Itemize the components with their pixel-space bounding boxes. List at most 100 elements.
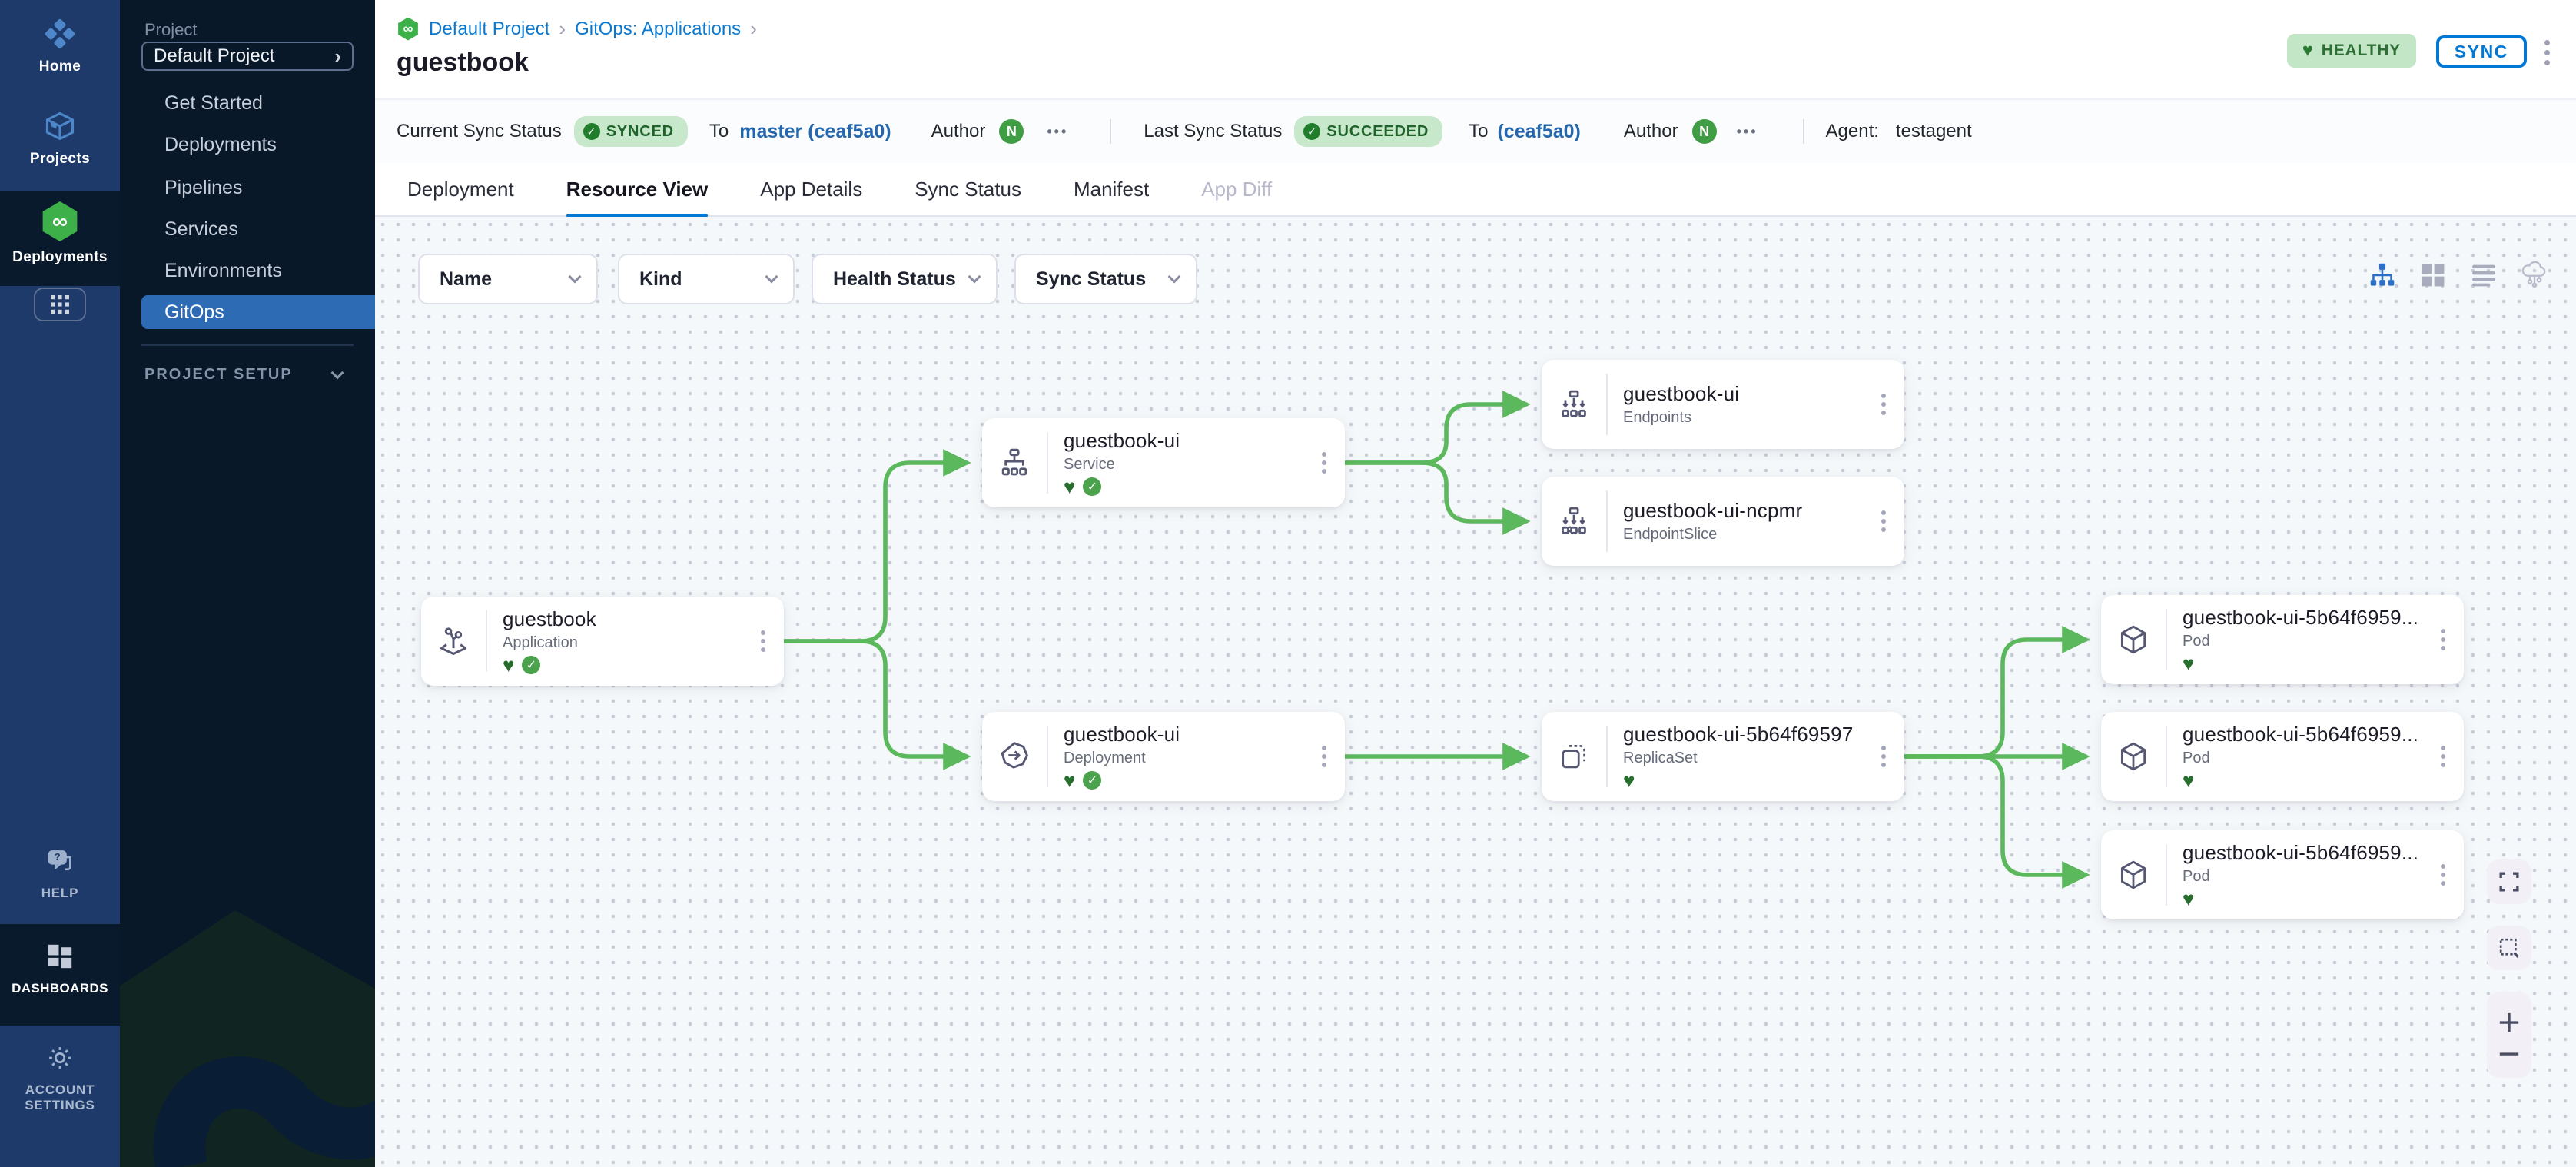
resource-tree-canvas[interactable]: Name Kind Health Status Sync Status bbox=[375, 217, 2576, 1167]
rail-item-label: Home bbox=[38, 58, 81, 75]
author-avatar[interactable]: N bbox=[1691, 119, 1717, 144]
sidebar-item-deployments[interactable]: Deployments bbox=[164, 134, 277, 155]
node-status: ♥ bbox=[2183, 889, 2436, 909]
node-title: guestbook-ui-ncpmr bbox=[1623, 499, 1803, 522]
sidebar-item-environments[interactable]: Environments bbox=[164, 260, 282, 281]
node-kebab-menu-icon[interactable] bbox=[2436, 859, 2450, 890]
healthy-heart-icon: ♥ bbox=[2183, 769, 2195, 792]
node-kebab-menu-icon[interactable] bbox=[2436, 624, 2450, 655]
node-title: guestbook-ui-5b64f6959... bbox=[2183, 841, 2419, 864]
rail-item-account-settings[interactable]: ACCOUNT SETTINGS bbox=[0, 1039, 120, 1113]
graph-node-replicaset[interactable]: guestbook-ui-5b64f69597 ReplicaSet ♥ bbox=[1542, 712, 1904, 801]
graph-node-application[interactable]: guestbook Application ♥ ✓ bbox=[421, 597, 784, 686]
divider bbox=[1606, 726, 1608, 787]
project-section-label: Project bbox=[144, 20, 198, 39]
graph-node-pod-2[interactable]: guestbook-ui-5b64f6959... Pod ♥ bbox=[2101, 712, 2464, 801]
tree-view-icon[interactable] bbox=[2369, 261, 2396, 289]
last-revision-link[interactable]: (ceaf5a0) bbox=[1497, 120, 1581, 142]
sidebar-watermark bbox=[120, 910, 375, 1167]
rail-item-label: Projects bbox=[29, 151, 91, 167]
rail-item-dashboards[interactable]: DASHBOARDS bbox=[0, 938, 120, 996]
project-selector[interactable]: Default Project › bbox=[141, 42, 354, 71]
zoom-out-button[interactable] bbox=[2498, 1049, 2521, 1059]
selection-box-button[interactable] bbox=[2487, 926, 2531, 970]
current-revision-link[interactable]: master (ceaf5a0) bbox=[739, 120, 891, 142]
project-setup-toggle[interactable]: PROJECT SETUP bbox=[144, 366, 344, 384]
node-kind: EndpointSlice bbox=[1623, 526, 1718, 543]
filter-kind-dropdown[interactable]: Kind bbox=[618, 254, 795, 304]
node-title: guestbook bbox=[503, 607, 596, 630]
healthy-heart-icon: ♥ bbox=[2183, 887, 2195, 910]
node-kebab-menu-icon[interactable] bbox=[2436, 741, 2450, 772]
node-kind: Application bbox=[503, 634, 578, 651]
synced-check-icon: ✓ bbox=[1083, 477, 1102, 496]
node-kebab-menu-icon[interactable] bbox=[1877, 506, 1891, 537]
node-status: ♥ bbox=[1623, 770, 1877, 790]
status-bar: Current Sync Status ✓ SYNCED To master (… bbox=[375, 98, 2576, 163]
graph-node-endpoints[interactable]: guestbook-ui Endpoints bbox=[1542, 360, 1904, 449]
graph-node-deployment[interactable]: guestbook-ui Deployment ♥ ✓ bbox=[982, 712, 1345, 801]
grid-view-icon[interactable] bbox=[2419, 261, 2447, 289]
breadcrumb: ∞ Default Project › GitOps: Applications… bbox=[397, 17, 757, 41]
node-kebab-menu-icon[interactable] bbox=[1317, 447, 1331, 478]
more-ellipsis-icon[interactable]: ••• bbox=[1047, 123, 1069, 139]
sidebar-item-gitops[interactable]: GitOps bbox=[141, 295, 375, 329]
fullscreen-button[interactable] bbox=[2487, 859, 2531, 904]
divider bbox=[1802, 119, 1804, 144]
node-title: guestbook-ui-5b64f6959... bbox=[2183, 723, 2419, 746]
filter-name-dropdown[interactable]: Name bbox=[418, 254, 598, 304]
projects-icon bbox=[0, 108, 120, 145]
endpointslice-icon bbox=[1542, 477, 1606, 566]
author-label: Author bbox=[1623, 121, 1678, 141]
node-kind: ReplicaSet bbox=[1623, 750, 1698, 766]
graph-node-endpointslice[interactable]: guestbook-ui-ncpmr EndpointSlice bbox=[1542, 477, 1904, 566]
tab-bar: Deployment Resource View App Details Syn… bbox=[375, 162, 2576, 218]
sidebar-item-get-started[interactable]: Get Started bbox=[164, 92, 263, 114]
rail-item-deployments[interactable]: ∞ Deployments bbox=[0, 200, 120, 266]
node-kebab-menu-icon[interactable] bbox=[1317, 741, 1331, 772]
node-kebab-menu-icon[interactable] bbox=[1877, 741, 1891, 772]
project-selector-value: Default Project bbox=[154, 45, 275, 66]
graph-node-pod-3[interactable]: guestbook-ui-5b64f6959... Pod ♥ bbox=[2101, 830, 2464, 919]
list-view-icon[interactable] bbox=[2470, 261, 2498, 289]
node-kebab-menu-icon[interactable] bbox=[756, 626, 770, 657]
filter-sync-status-dropdown[interactable]: Sync Status bbox=[1014, 254, 1197, 304]
divider bbox=[141, 344, 354, 346]
check-circle-icon: ✓ bbox=[1303, 123, 1321, 140]
sidebar-item-pipelines[interactable]: Pipelines bbox=[164, 177, 243, 198]
tab-app-details[interactable]: App Details bbox=[760, 177, 863, 201]
node-kebab-menu-icon[interactable] bbox=[1877, 389, 1891, 420]
tab-resource-view[interactable]: Resource View bbox=[566, 162, 709, 218]
dashboards-module-highlight bbox=[0, 924, 120, 1026]
filter-health-status-dropdown[interactable]: Health Status bbox=[812, 254, 998, 304]
service-icon bbox=[982, 418, 1047, 507]
sidebar-item-services[interactable]: Services bbox=[164, 218, 238, 240]
agent-label: Agent: bbox=[1825, 121, 1879, 141]
rail-item-projects[interactable]: Projects bbox=[0, 108, 120, 168]
author-avatar[interactable]: N bbox=[999, 119, 1024, 144]
rail-item-help[interactable]: ? HELP bbox=[0, 843, 120, 901]
module-switcher-button[interactable] bbox=[34, 288, 86, 321]
gear-icon bbox=[0, 1039, 120, 1076]
breadcrumb-link-applications[interactable]: GitOps: Applications bbox=[575, 18, 742, 39]
graph-node-service[interactable]: guestbook-ui Service ♥ ✓ bbox=[982, 418, 1345, 507]
node-kind: Endpoints bbox=[1623, 409, 1691, 426]
last-sync-label: Last Sync Status bbox=[1144, 121, 1283, 141]
zoom-in-button[interactable] bbox=[2498, 1011, 2521, 1034]
cloud-view-icon[interactable] bbox=[2521, 261, 2548, 289]
tab-manifest[interactable]: Manifest bbox=[1073, 177, 1150, 201]
home-icon bbox=[0, 15, 120, 52]
zoom-controls bbox=[2487, 992, 2531, 1078]
node-title: guestbook-ui-5b64f6959... bbox=[2183, 606, 2419, 629]
graph-node-pod-1[interactable]: guestbook-ui-5b64f6959... Pod ♥ bbox=[2101, 595, 2464, 684]
divider bbox=[1110, 119, 1112, 144]
more-ellipsis-icon[interactable]: ••• bbox=[1736, 123, 1758, 139]
sync-button[interactable]: SYNC bbox=[2435, 35, 2527, 68]
page-title: guestbook bbox=[397, 48, 529, 77]
breadcrumb-link-project[interactable]: Default Project bbox=[429, 18, 550, 39]
tab-deployment[interactable]: Deployment bbox=[407, 177, 514, 201]
rail-item-home[interactable]: Home bbox=[0, 15, 120, 75]
tab-sync-status[interactable]: Sync Status bbox=[915, 177, 1021, 201]
app-kebab-menu-icon[interactable] bbox=[2541, 37, 2553, 68]
healthy-heart-icon: ♥ bbox=[503, 653, 515, 677]
